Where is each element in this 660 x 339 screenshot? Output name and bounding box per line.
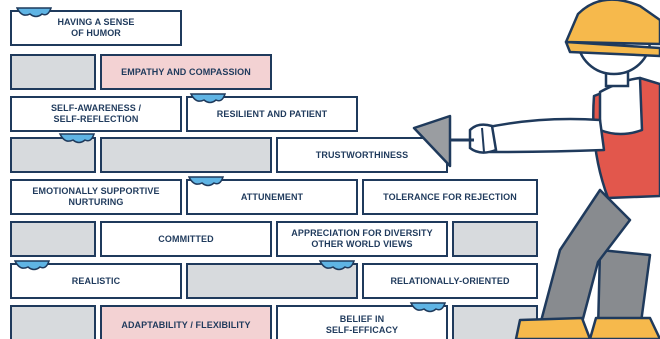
brick-label: EMPATHY AND COMPASSION bbox=[121, 66, 251, 77]
brick-label: TRUSTWORTHINESS bbox=[315, 149, 409, 160]
mortar-cloud-icon bbox=[58, 133, 96, 144]
brick-committed: COMMITTED bbox=[100, 221, 272, 257]
brick-label: ATTUNEMENT bbox=[240, 191, 304, 202]
brick-blank bbox=[10, 305, 96, 339]
mortar-cloud-icon bbox=[189, 93, 227, 104]
brick-blank bbox=[100, 137, 272, 173]
brick-label: ADAPTABILITY / FLEXIBILITY bbox=[121, 319, 251, 330]
brick-label: COMMITTED bbox=[158, 233, 214, 244]
brick-resilient-and-patient: RESILIENT AND PATIENT bbox=[186, 96, 358, 132]
brick-tolerance-for-rejection: TOLERANCE FOR REJECTION bbox=[362, 179, 538, 215]
brick-blank bbox=[452, 221, 538, 257]
brick-label: REALISTIC bbox=[71, 275, 121, 286]
brick-label: APPRECIATION FOR DIVERSITY OTHER WORLD V… bbox=[291, 228, 433, 249]
mortar-cloud-icon bbox=[409, 302, 447, 313]
brick-having-a-sense-of-humor: HAVING A SENSE OF HUMOR bbox=[10, 10, 182, 46]
mortar-cloud-icon bbox=[14, 260, 50, 271]
brick-appreciation-for-diversity: APPRECIATION FOR DIVERSITY OTHER WORLD V… bbox=[276, 221, 448, 257]
brick-blank bbox=[10, 221, 96, 257]
brick-label: RESILIENT AND PATIENT bbox=[216, 108, 328, 119]
brick-blank bbox=[10, 54, 96, 90]
brick-trustworthiness: TRUSTWORTHINESS bbox=[276, 137, 448, 173]
brick-realistic: REALISTIC bbox=[10, 263, 182, 299]
brick-label: SELF-AWARENESS / SELF-REFLECTION bbox=[50, 103, 142, 124]
brick-label: EMOTIONALLY SUPPORTIVE NURTURING bbox=[32, 186, 160, 207]
mortar-cloud-icon bbox=[16, 7, 52, 18]
mortar-cloud-icon bbox=[318, 260, 356, 271]
brick-label: TOLERANCE FOR REJECTION bbox=[383, 191, 517, 202]
brick-self-awareness: SELF-AWARENESS / SELF-REFLECTION bbox=[10, 96, 182, 132]
brick-label: BELIEF IN SELF-EFFICACY bbox=[325, 314, 399, 335]
brick-blank bbox=[186, 263, 358, 299]
brick-belief-in-self-efficacy: BELIEF IN SELF-EFFICACY bbox=[276, 305, 448, 339]
brick-label: RELATIONALLY-ORIENTED bbox=[390, 275, 510, 286]
brick-adaptability-flexibility: ADAPTABILITY / FLEXIBILITY bbox=[100, 305, 272, 339]
brick-empathy-and-compassion: EMPATHY AND COMPASSION bbox=[100, 54, 272, 90]
brick-label: HAVING A SENSE OF HUMOR bbox=[57, 17, 135, 38]
brick-blank bbox=[10, 137, 96, 173]
brick-emotionally-supportive: EMOTIONALLY SUPPORTIVE NURTURING bbox=[10, 179, 182, 215]
brick-attunement: ATTUNEMENT bbox=[186, 179, 358, 215]
mortar-cloud-icon bbox=[188, 176, 224, 187]
brick-relationally-oriented: RELATIONALLY-ORIENTED bbox=[362, 263, 538, 299]
